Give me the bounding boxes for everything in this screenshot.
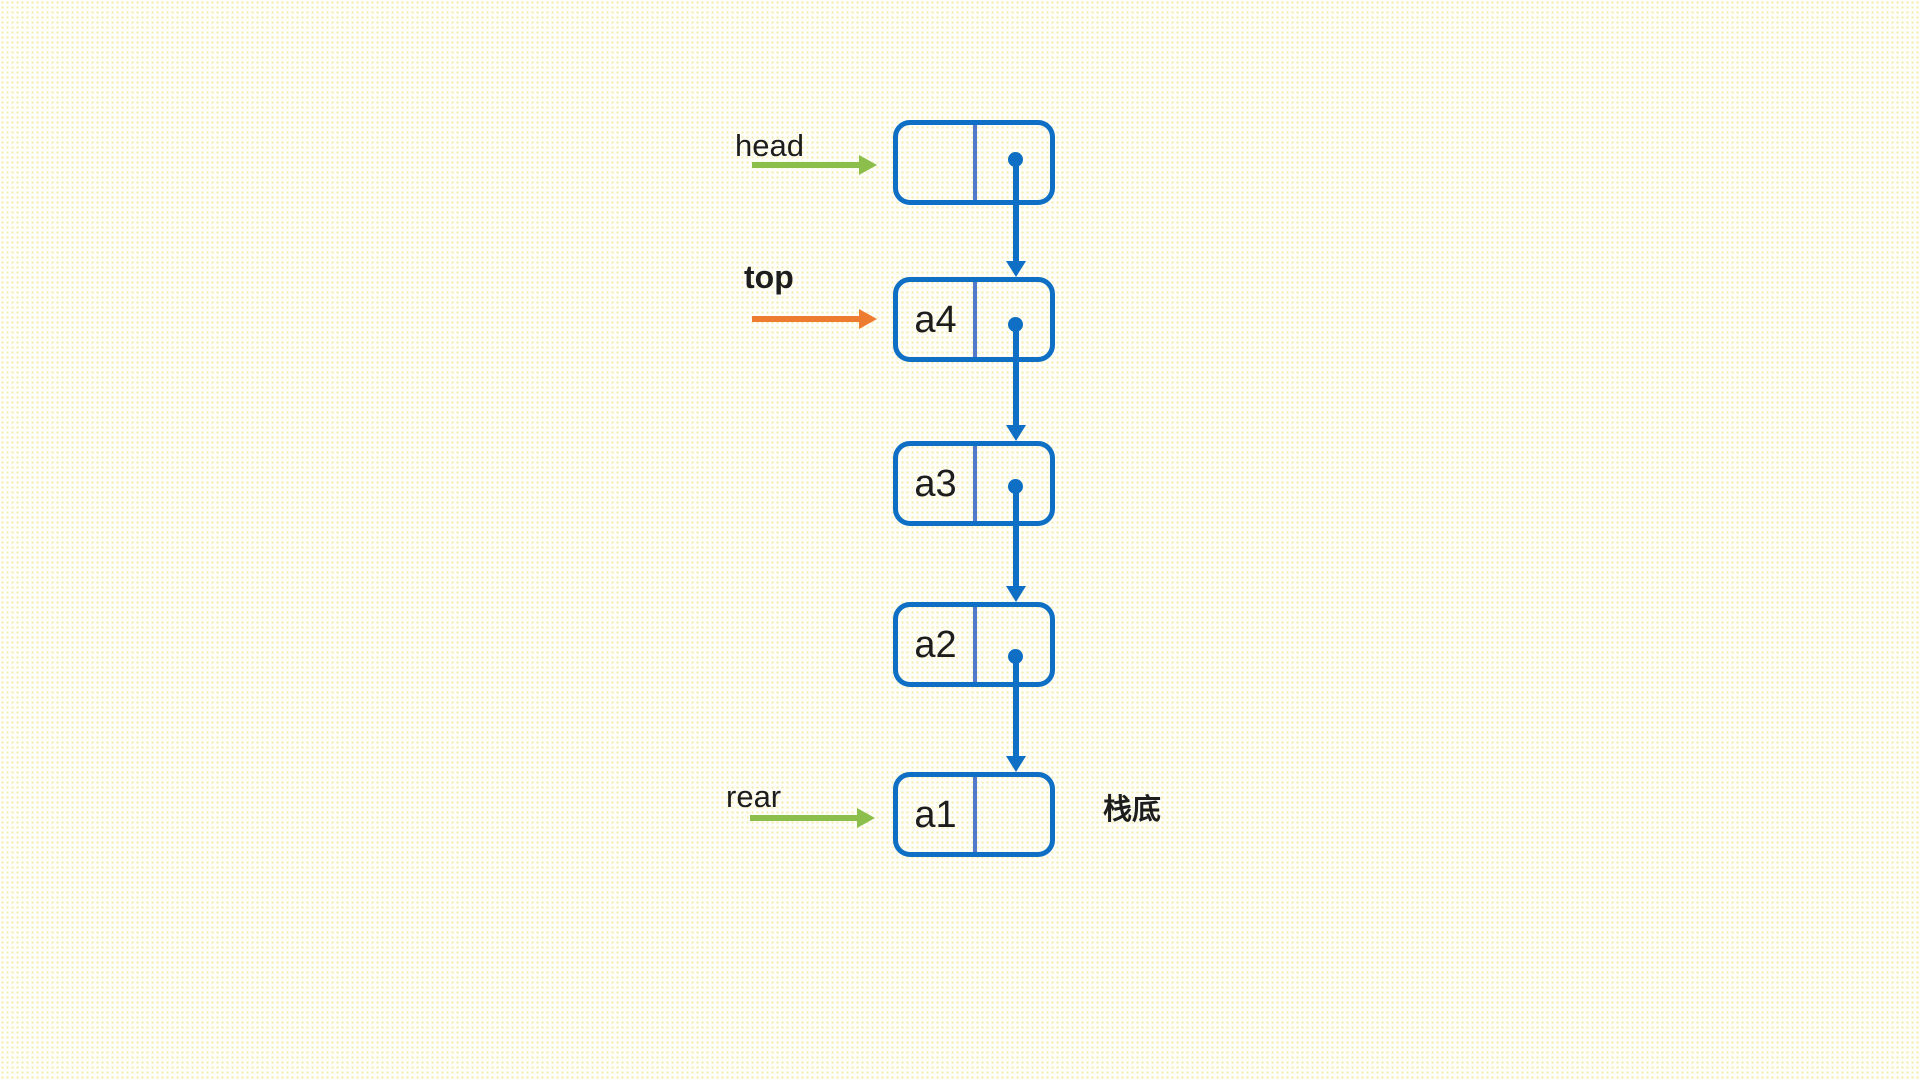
rear-arrow-shaft [750,815,857,821]
node-value: a3 [914,462,957,505]
top-arrow-tip-icon [859,309,877,329]
top-pointer-label: top [744,259,794,295]
node-value [898,125,973,200]
top-arrow-shaft [752,316,859,322]
head-arrow-shaft [752,162,859,168]
node-a1: a1 [893,772,1055,857]
link-arrow-tip-icon [1006,756,1026,772]
node-value: a1 [914,793,957,836]
rear-pointer-label: rear [726,779,782,814]
pointer-dot-a4 [1008,317,1023,332]
pointer-dot-head [1008,152,1023,167]
cell-divider [973,777,977,852]
node-a3: a3 [893,441,1055,526]
pointer-dot-a2 [1008,649,1023,664]
link-arrow-shaft [1013,487,1019,586]
pointer-dot-a3 [1008,479,1023,494]
stack-bottom-label: 栈底 [1103,794,1162,826]
node-a2: a2 [893,602,1055,687]
cell-divider [973,607,977,682]
link-arrow-tip-icon [1006,261,1026,277]
cell-divider [973,446,977,521]
head-node [893,120,1055,205]
node-value: a4 [914,298,957,341]
link-arrow-tip-icon [1006,586,1026,602]
link-arrow-shaft [1013,325,1019,425]
head-pointer-label: head [735,128,804,163]
head-arrow-tip-icon [859,155,877,175]
link-arrow-tip-icon [1006,425,1026,441]
link-arrow-shaft [1013,657,1019,756]
cell-divider [973,282,977,357]
cell-divider [973,125,977,200]
node-value: a2 [914,623,957,666]
link-arrow-shaft [1013,160,1019,261]
rear-arrow-tip-icon [857,808,875,828]
node-a4: a4 [893,277,1055,362]
